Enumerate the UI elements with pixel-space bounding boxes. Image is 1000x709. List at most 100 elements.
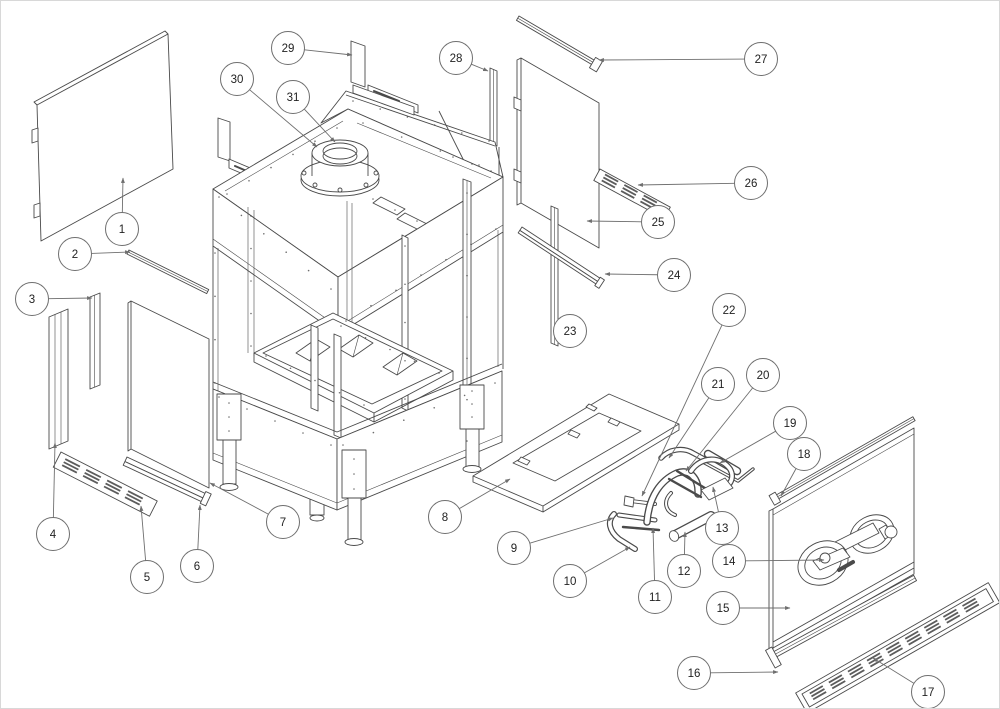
leader-line-6	[197, 504, 202, 550]
part-8-bottom-tray	[472, 393, 680, 513]
callout-3: 3	[15, 282, 93, 316]
callout-2: 2	[58, 237, 131, 271]
callout-number-15: 15	[717, 603, 730, 615]
leader-line-17	[872, 657, 915, 684]
part-5-vent-grille	[52, 451, 158, 517]
part-12-grip-handle	[668, 511, 716, 542]
callout-21: 21	[668, 367, 735, 459]
callout-balloon-16	[677, 656, 711, 690]
leader-line-27	[598, 57, 745, 62]
leader-line-16	[710, 670, 779, 675]
callout-balloon-2	[58, 237, 92, 271]
callout-balloon-20	[746, 358, 780, 392]
leg-left	[216, 393, 242, 491]
callout-balloon-21	[701, 367, 735, 401]
callout-balloon-6	[180, 549, 214, 583]
callout-11: 11	[638, 527, 672, 614]
callout-18: 18	[780, 437, 821, 497]
leader-line-13	[712, 486, 719, 512]
leader-line-2	[91, 250, 131, 255]
callout-number-7: 7	[280, 517, 286, 529]
callout-17: 17	[872, 657, 945, 708]
part-25-rear-glass-panel	[513, 57, 600, 249]
callout-6: 6	[180, 504, 214, 583]
leg-front	[341, 449, 367, 546]
callout-number-8: 8	[442, 512, 448, 524]
leader-line-7	[209, 482, 269, 515]
callout-number-29: 29	[282, 43, 295, 55]
leader-line-19	[719, 430, 776, 464]
part-9-stand-tool	[606, 511, 661, 552]
leader-line-1	[120, 177, 125, 213]
leader-line-8	[459, 478, 511, 510]
callout-number-24: 24	[668, 270, 681, 282]
callout-22: 22	[641, 293, 746, 497]
callout-balloon-9	[497, 531, 531, 565]
callout-number-13: 13	[716, 523, 729, 535]
leader-line-28	[471, 63, 489, 72]
callout-balloon-17	[911, 675, 945, 708]
callout-8: 8	[428, 478, 511, 534]
leg-right	[459, 384, 485, 473]
callout-9: 9	[497, 517, 614, 565]
callout-number-22: 22	[723, 305, 736, 317]
callout-number-1: 1	[119, 224, 125, 236]
part-29-corner-bracket	[350, 40, 415, 116]
callout-balloon-29	[271, 31, 305, 65]
callout-number-9: 9	[511, 543, 517, 555]
callout-balloon-4	[36, 517, 70, 551]
callout-number-17: 17	[922, 687, 935, 699]
part-14-suction-cup-lifter	[797, 514, 898, 586]
leader-line-9	[529, 517, 614, 544]
callout-number-14: 14	[723, 556, 736, 568]
callout-number-21: 21	[712, 379, 725, 391]
part-21-handle-link	[658, 446, 709, 463]
leader-line-18	[780, 468, 797, 497]
callout-26: 26	[637, 166, 768, 200]
part-18-top-trim-strip	[768, 416, 916, 506]
part-24-sill-strip	[517, 226, 605, 289]
leader-line-26	[637, 182, 735, 187]
leader-line-25	[586, 219, 642, 224]
callout-number-10: 10	[564, 576, 577, 588]
callout-number-18: 18	[798, 449, 811, 461]
leader-line-14	[745, 558, 825, 563]
leader-line-29	[304, 49, 353, 57]
leader-line-30	[249, 89, 318, 148]
part-17-floor-grille	[795, 582, 999, 708]
callout-5: 5	[130, 505, 164, 594]
callout-number-3: 3	[29, 294, 35, 306]
callout-balloon-12	[667, 554, 701, 588]
leader-line-12	[682, 531, 687, 555]
callout-1: 1	[105, 177, 139, 246]
callout-19: 19	[719, 406, 807, 464]
callout-balloon-10	[553, 564, 587, 598]
callout-7: 7	[209, 482, 300, 539]
callout-number-26: 26	[745, 178, 758, 190]
leader-line-4	[52, 442, 57, 518]
part-2-trim-strip	[126, 249, 210, 295]
callout-number-12: 12	[678, 566, 691, 578]
leader-line-21	[668, 397, 710, 459]
callout-balloon-1	[105, 212, 139, 246]
leader-line-3	[48, 296, 93, 301]
part-30-31-flue-collar	[300, 139, 380, 197]
part-26-vent-grille	[593, 168, 671, 220]
part-1-side-glass-panel	[31, 30, 174, 242]
leader-line-31	[303, 108, 336, 143]
callout-balloon-18	[787, 437, 821, 471]
callout-number-20: 20	[757, 370, 770, 382]
callout-14: 14	[712, 544, 825, 578]
callout-20: 20	[685, 358, 780, 472]
callout-number-6: 6	[194, 561, 200, 573]
callout-balloon-5	[130, 560, 164, 594]
callout-balloon-27	[744, 42, 778, 76]
part-3-corner-strip	[89, 292, 101, 390]
callout-4: 4	[36, 442, 70, 551]
callout-number-2: 2	[72, 249, 78, 261]
callout-12: 12	[667, 531, 701, 588]
part-4-corner-strip	[48, 308, 69, 450]
callout-number-31: 31	[287, 92, 300, 104]
callout-25: 25	[586, 205, 675, 239]
